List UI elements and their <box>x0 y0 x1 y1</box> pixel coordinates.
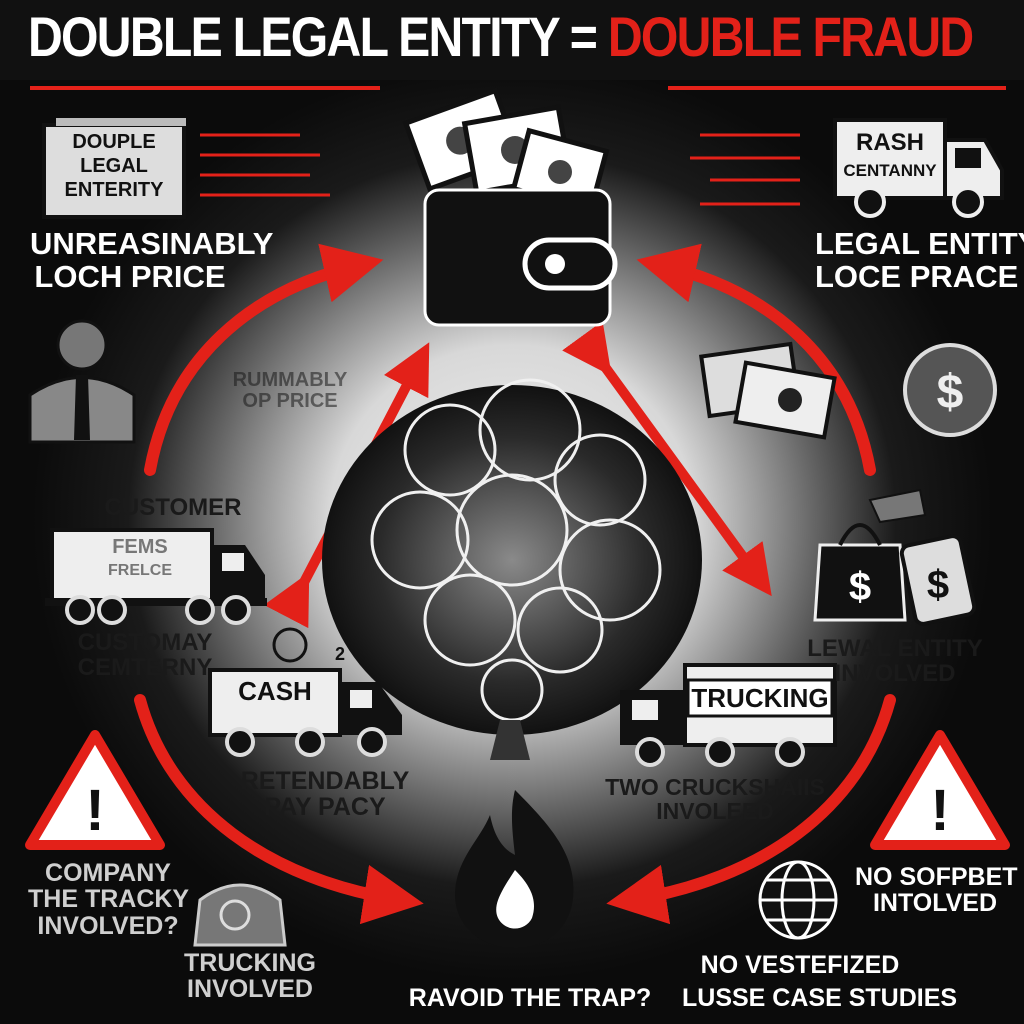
label-customary-line-2: CEMTERNY <box>77 654 213 682</box>
label-trucking-involved-line-1: TRUCKING <box>184 949 316 977</box>
cash-icon <box>272 627 308 663</box>
svg-text:$: $ <box>849 565 871 609</box>
label-top-left-line-1: UNREASINABLY <box>30 226 274 261</box>
left-truck-sign-2: FRELCE <box>108 562 172 579</box>
label-trucking-involved-line-2: INVOLVED <box>187 975 313 1004</box>
label-bottom-right: LUSSE CASE STUDIES <box>682 984 958 1012</box>
label-customer: CUSTOMER <box>104 494 242 521</box>
title-equals: = <box>569 5 598 68</box>
label-faded-line-2: OP PRICE <box>242 390 338 412</box>
title-part-white: DOUBLE LEGAL ENTITY <box>28 5 560 68</box>
fire-icon <box>455 790 574 948</box>
svg-text:!: ! <box>85 778 104 843</box>
box-sign-line-3: ENTERITY <box>65 179 165 201</box>
globe-icon <box>758 860 838 940</box>
cash-truck-sign: CASH <box>238 676 312 706</box>
trucking-sign: TRUCKING <box>691 683 828 713</box>
label-top-right-line-1: LEGAL ENTITY <box>815 226 1024 261</box>
label-retendably-line-1: RETENDABLY <box>240 767 410 795</box>
label-two-trucks-line-2: INVOLEED <box>656 798 774 825</box>
label-mid-left-faded: RUMMABLY OP PRICE <box>225 370 355 412</box>
document-box-icon <box>42 118 186 219</box>
truck-top-right-sign-1: RASH <box>856 129 924 156</box>
svg-text:!: ! <box>930 778 949 843</box>
label-customary-line-1: CUSTOMAY <box>77 629 213 656</box>
label-retendably-line-2: PAY PACY <box>264 793 386 822</box>
label-legal-involved: LEWAL ENTITY INVOLVED <box>800 635 990 688</box>
wallet-icon <box>402 87 618 327</box>
money-bag-icon: $ $ <box>813 488 977 626</box>
label-company-line-3: INVOLVED? <box>37 911 179 940</box>
label-company-line-2: THE TRACKY <box>28 885 190 914</box>
label-legal-involved-line-1: LEWAL ENTITY <box>807 635 983 662</box>
label-top-right-line-2: LOCE PRACE <box>815 258 1019 294</box>
coin-icon: $ <box>903 343 997 437</box>
warning-icon: ! <box>870 730 1010 850</box>
label-no-sofpbet: NO SOFPBET INTOLVED <box>855 863 1018 918</box>
speed-lines <box>200 133 800 206</box>
businessman-icon <box>28 319 136 444</box>
truck-icon <box>45 528 267 625</box>
cash-number: 2 <box>335 644 345 664</box>
label-two-trucks-line-1: TWO CRUCKSHAIIS <box>605 774 825 800</box>
cycle-arrow-icon <box>134 243 896 925</box>
label-company-question: COMPANY THE TRACKY INVOLVED? <box>28 859 190 940</box>
label-no-sofpbet-line-2: INTOLVED <box>872 889 998 918</box>
label-top-left: UNREASINABLY LOCH PRICE <box>30 226 274 294</box>
title-underlines <box>30 86 1006 90</box>
title-bar: DOUBLE LEGAL ENTITY = DOUBLE FRAUD <box>0 0 1024 80</box>
label-retendably: RETENDABLY PAY PACY <box>240 768 410 821</box>
label-top-right: LEGAL ENTITY LOCE PRACE <box>815 226 1024 294</box>
label-customary: CUSTOMAY CEMTERNY <box>70 629 220 682</box>
truck-top-right-sign-2: CENTANNY <box>843 161 937 180</box>
label-trucking-involved: TRUCKING INVOLVED <box>180 950 320 1003</box>
truck-icon <box>208 668 402 757</box>
svg-text:$: $ <box>927 563 949 607</box>
box-sign-line-2: LEGAL <box>80 155 148 177</box>
page-title: DOUBLE LEGAL ENTITY = DOUBLE FRAUD <box>28 4 974 69</box>
title-part-red: DOUBLE FRAUD <box>607 5 974 68</box>
label-top-left-line-2: LOCH PRICE <box>34 258 226 294</box>
money-bag-icon <box>193 883 287 947</box>
label-no-vestefized: NO VESTEFIZED <box>700 951 900 979</box>
truck-icon <box>833 118 1004 218</box>
smoke-cloud-icon <box>322 378 702 760</box>
label-two-trucks: TWO CRUCKSHAIIS INVOLEED <box>600 775 830 823</box>
box-sign-line-1: DOUPLE <box>72 131 155 153</box>
label-bottom-center: RAVOID THE TRAP? <box>408 984 652 1012</box>
label-faded-line-1: RUMMABLY <box>232 369 348 391</box>
svg-text:$: $ <box>937 366 964 419</box>
label-legal-involved-line-2: INVOLVED <box>834 660 956 688</box>
cash-icon <box>699 341 837 440</box>
label-no-sofpbet-line-1: NO SOFPBET <box>855 863 1018 891</box>
label-company-line-1: COMPANY <box>45 859 171 887</box>
warning-icon: ! <box>25 730 165 850</box>
truck-icon <box>620 663 837 767</box>
left-truck-sign-1: FEMS <box>112 536 168 558</box>
